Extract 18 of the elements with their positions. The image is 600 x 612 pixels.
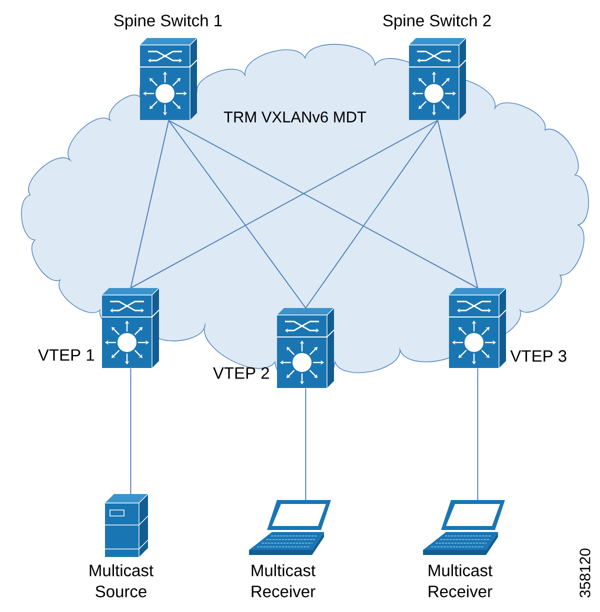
link-line bbox=[168, 120, 306, 308]
link-line bbox=[130, 120, 170, 288]
link-line bbox=[437, 120, 478, 288]
link-line bbox=[168, 120, 478, 288]
link-line bbox=[477, 368, 478, 500]
device-label: Multicast Receiver bbox=[252, 564, 316, 598]
switch-label: Spine Switch 1 bbox=[114, 14, 222, 30]
link-line bbox=[130, 120, 438, 288]
link-line bbox=[305, 120, 438, 308]
switch-label: VTEP 3 bbox=[510, 350, 566, 362]
switch-label: VTEP 1 bbox=[38, 349, 94, 361]
switch-label: Spine Switch 2 bbox=[383, 14, 491, 30]
link-line bbox=[305, 388, 306, 500]
switch-label: VTEP 2 bbox=[213, 367, 269, 379]
device-label: Multicast Source bbox=[90, 564, 154, 598]
link-line bbox=[130, 368, 132, 494]
figure-number: 358120 bbox=[580, 548, 590, 598]
device-label: Multicast Receiver bbox=[428, 564, 492, 598]
